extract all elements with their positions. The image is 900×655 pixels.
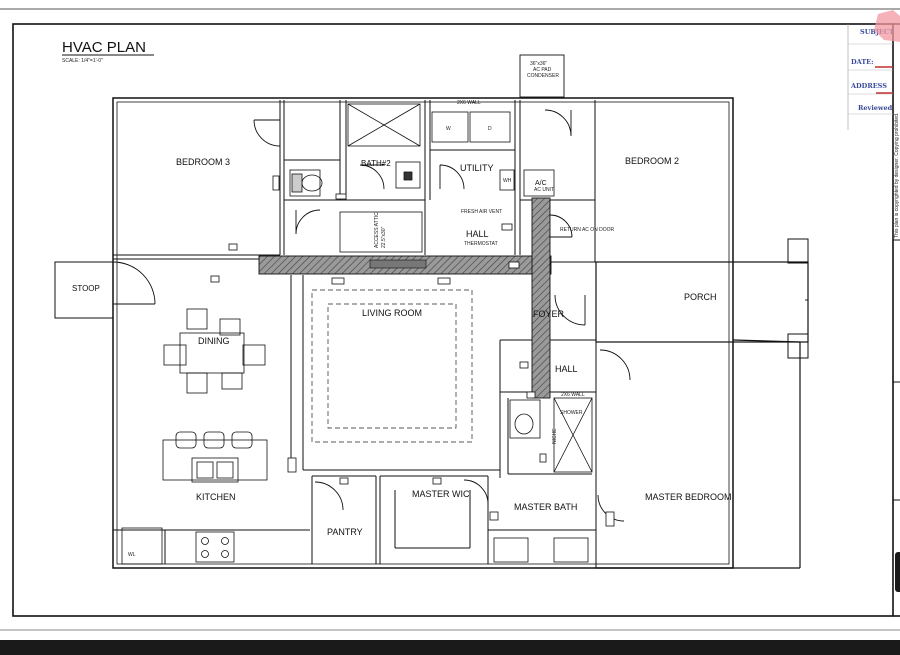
scroll-thumb[interactable] [895, 552, 900, 592]
room-labels: BEDROOM 3 BATH#2 UTILITY BEDROOM 2 HALL … [72, 156, 732, 537]
room-label-pantry: PANTRY [327, 527, 363, 537]
note-washer: W [446, 126, 451, 132]
note-wall-upper: 2X6 WALL [457, 100, 481, 106]
note-wh: WH [503, 178, 512, 184]
note-shower: SHOWER [560, 410, 583, 416]
condenser-pad: 36"x36" AC PAD CONDENSER [519, 54, 565, 98]
room-label-dining: DINING [198, 336, 230, 346]
note-fresh-air: FRESH AIR VENT [461, 209, 502, 215]
plan-title: HVAC PLAN [62, 39, 146, 56]
return-grille [369, 259, 427, 269]
hvac-ductwork [258, 197, 552, 399]
viewer-bottom-bar [0, 640, 900, 655]
note-niche: NICHE [552, 428, 558, 444]
room-label-master-bedroom: MASTER BEDROOM [645, 492, 732, 502]
room-label-living-room: LIVING ROOM [362, 308, 422, 318]
room-label-master-bath: MASTER BATH [514, 502, 577, 512]
room-label-hall-lower: HALL [555, 364, 578, 374]
doors [112, 109, 808, 522]
room-label-utility: UTILITY [460, 163, 494, 173]
note-thermostat: THERMOSTAT [464, 241, 498, 247]
note-condenser-2: AC PAD [533, 67, 552, 73]
room-label-bath-2: BATH#2 [361, 159, 391, 168]
note-attic-1: ACCESS ATTIC [374, 212, 380, 248]
room-label-bedroom-3: BEDROOM 3 [176, 157, 230, 167]
title-block-date: DATE: [851, 58, 874, 66]
room-label-kitchen: KITCHEN [196, 492, 236, 502]
interior-walls [113, 100, 733, 568]
supply-registers [210, 85, 615, 527]
title-block-side-note: This plan is copyrighted by designer. Co… [894, 113, 900, 238]
supply-trunk-vertical [531, 197, 551, 399]
note-ac-unit-sub: AC UNIT [534, 187, 554, 193]
note-attic-2: 22.5"x30" [381, 226, 387, 248]
note-wl: WL [128, 552, 136, 558]
room-label-porch: PORCH [684, 292, 717, 302]
note-return-ac: RETURN AC ON DOOR [560, 227, 615, 233]
title-block: SUBJECT DATE: ADDRESS Reviewed This plan… [847, 10, 900, 592]
sheet-frame [0, 8, 900, 631]
title-block-address: ADDRESS [850, 82, 887, 90]
room-label-hall-upper: HALL [466, 229, 489, 239]
plan-scale: SCALE: 1/4"=1'-0" [62, 58, 103, 64]
room-label-master-wic: MASTER WIC [412, 489, 470, 499]
title-block-reviewed: Reviewed [858, 104, 893, 112]
fixtures [121, 103, 593, 565]
stamp-graphic [874, 10, 900, 42]
note-condenser-1: 36"x36" [530, 61, 547, 67]
room-label-bedroom-2: BEDROOM 2 [625, 156, 679, 166]
room-label-foyer: FOYER [533, 309, 565, 319]
note-condenser-3: CONDENSER [527, 73, 559, 79]
note-wall-lower: 2X6 WALL [561, 392, 585, 398]
note-ac-unit: A/C [535, 180, 547, 187]
note-dryer: D [488, 126, 492, 132]
room-label-stoop: STOOP [72, 284, 100, 293]
ceiling-outlines [311, 289, 473, 443]
